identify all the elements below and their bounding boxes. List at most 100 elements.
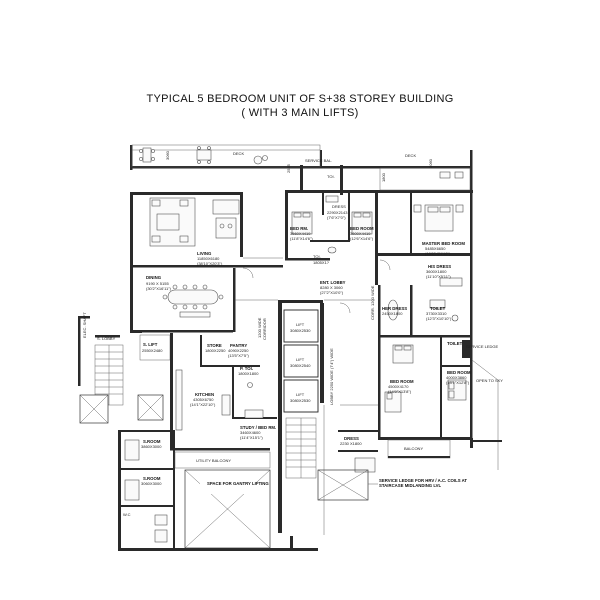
- ent-lobby-imp: (27'2"X10'0"): [320, 290, 344, 295]
- service-ledge-note-text: SERVICE LEDGE FOR HRV / A.C. COILS AT ST…: [379, 478, 468, 488]
- s-lobby-label: S. LOBBY: [97, 336, 116, 341]
- service-core-left: S. LIFT 2550X2480 ELEC. SHAFT S. LOBBY: [78, 312, 171, 424]
- lift-core: LIFT 3080X2530 LIFT 3080X2540 LIFT 3080X…: [278, 303, 334, 533]
- lift1-dim: 3080X2530: [290, 328, 311, 333]
- deck-right-label: DECK: [405, 153, 416, 158]
- toilet-master-imp: (12'3"X10'10"): [426, 316, 452, 321]
- dress-top-dim: 2290X2143: [327, 210, 348, 215]
- his-dress-dim: 3600X1800: [426, 269, 447, 274]
- ent-lobby-dim: 8280 X 3060: [320, 285, 343, 290]
- master-bed-label: MASTER BED ROOM: [422, 241, 465, 246]
- balcony-label: BALCONY: [404, 446, 423, 451]
- her-dress-dim: 2450X1800: [382, 311, 403, 316]
- entrance-lobby: ENT. LOBBY 8280 X 3060 (27'2"X10'0") COR…: [257, 280, 346, 340]
- bed-rm-top-dim: 3560X4419: [290, 231, 311, 236]
- lobby-vertical-label: LOBBY 2250 WIDE (7'4") WIDE: [329, 348, 334, 405]
- misc-lines: [235, 257, 391, 535]
- master-bed-imp: (18'0"X21'10"): [425, 251, 451, 256]
- dining-dim: 9190 X 5155: [146, 281, 169, 286]
- service-balcony: SERVICE BAL.: [300, 158, 343, 195]
- dining-room: DINING 9190 X 5155 (30'2"X16'11"): [133, 268, 236, 333]
- pantry-label: PANTRY: [230, 343, 247, 348]
- corridor-wide-label: 1200 WIDE: [257, 317, 262, 338]
- kitchen-dim: 4305X6750: [193, 397, 214, 402]
- service-ledge-label: SERVICE LEDGE: [466, 344, 498, 349]
- store-pantry: STORE 1800X2250 PANTRY 4090X2250 (13'5"X…: [200, 335, 260, 367]
- dining-label: DINING: [146, 275, 162, 280]
- bed-room-top2-imp: (12'6"X14'6"): [350, 236, 374, 241]
- wc-label: W.C: [123, 512, 131, 517]
- open-sky-area: SERVICE LEDGE OPEN TO SKY: [462, 340, 503, 470]
- space-gantry-label: SPACE FOR GANTRY LIFTING: [207, 481, 269, 486]
- deck-left-label: DECK: [233, 151, 244, 156]
- bed-rm-top-imp: (11'8"X14'6"): [290, 236, 313, 241]
- dim-1800: 1800: [381, 172, 386, 182]
- lift2-dim: 3080X2540: [290, 363, 311, 368]
- deck-dim-3060: 3060: [165, 150, 170, 160]
- dining-imp: (30'2"X16'11"): [146, 286, 172, 291]
- kitchen-imp: (14'1"X22'10"): [190, 402, 216, 407]
- deck-left: DECK 3060 2555: [131, 144, 321, 173]
- p-toi-dim: 1800X1800: [238, 371, 259, 376]
- s-lift-label: S. LIFT: [143, 342, 158, 347]
- toilet-top-label: TOI.: [327, 174, 335, 179]
- his-dress-label: HIS DRESS: [428, 264, 451, 269]
- his-dress-imp: (11'10"X5'11"): [426, 274, 451, 279]
- study-imp: (11'4"X15'1"): [240, 435, 263, 440]
- plan-title-line1: TYPICAL 5 BEDROOM UNIT OF S+38 STOREY BU…: [146, 93, 454, 105]
- living-label: LIVING: [197, 251, 212, 256]
- bed-room-low-dim: 4500X4170: [388, 384, 409, 389]
- s-room1-label: S.ROOM: [143, 439, 161, 444]
- dim-3060b: 3060: [428, 158, 433, 168]
- study-dim: 3460X4600: [240, 430, 261, 435]
- s-room2-dim: 3060X3000: [141, 481, 162, 486]
- bed-room-right-imp: (13'1"X12'8"): [446, 380, 470, 385]
- lift3-dim: 3080X2530: [290, 398, 311, 403]
- toilet-right-label: TOILET: [447, 341, 463, 346]
- bed-room-right-label: BED ROOM: [447, 370, 471, 375]
- plan-title-line2: ( WITH 3 MAIN LIFTS): [241, 107, 359, 119]
- p-toi-label: P. TOI.: [240, 366, 253, 371]
- top-bedroom-block: TOI. DRESS 2290X2143 (7'6"X7'0") BED RM.…: [285, 174, 378, 285]
- living-dim: 11850X6180: [197, 256, 220, 261]
- right-bedroom-block: TOILET BED ROOM 4000X3860 (13'1"X12'8") …: [338, 337, 471, 473]
- toi-small-label: TOI.: [313, 254, 321, 259]
- balcony-right: BALCONY: [387, 439, 451, 459]
- master-bed-dim: 5485X6650: [425, 246, 446, 251]
- kitchen-label: KITCHEN: [195, 392, 214, 397]
- study-label: STUDY / BED RM.: [240, 425, 276, 430]
- utility-servant-block: S.ROOM 3860X3000 S.ROOM 3060X3000 W.C UT…: [118, 430, 271, 550]
- service-bal-label: SERVICE BAL.: [305, 158, 332, 163]
- open-to-sky-label: OPEN TO SKY: [476, 378, 503, 383]
- s-room1-dim: 3860X3000: [141, 444, 162, 449]
- service-ledge-note: SERVICE LEDGE FOR HRV / A.C. COILS AT ST…: [317, 469, 468, 501]
- toilet-master-dim: 3730X3310: [426, 311, 447, 316]
- corr-right-label: CORR. 1200 WIDE: [370, 285, 375, 320]
- pantry-dim: 4090X2250: [228, 348, 249, 353]
- toi-small-dim: 1805X1?: [313, 260, 330, 265]
- utility-balcony-label: UTILITY BALCONY: [196, 458, 231, 463]
- bed-room-top2-label: BED ROOM: [350, 226, 374, 231]
- corridor-label: CORRIDOR: [262, 318, 267, 340]
- ent-lobby-label: ENT. LOBBY: [320, 280, 346, 285]
- dress-top-label: DRESS: [332, 204, 346, 209]
- bed-room-low-imp: (14'9"X13'8"): [388, 389, 412, 394]
- lift3-label: LIFT: [296, 392, 305, 397]
- bed-room-right-dim: 4000X3860: [446, 375, 467, 380]
- outer-walls: [118, 145, 473, 551]
- bed-room-top2-dim: 3800X4419: [350, 231, 371, 236]
- store-dim: 1800X2250: [205, 348, 226, 353]
- bed-rm-top-label: BED RM.: [290, 226, 308, 231]
- lift2-label: LIFT: [296, 357, 305, 362]
- store-label: STORE: [207, 343, 222, 348]
- bed-room-low-label: BED ROOM: [390, 379, 414, 384]
- pantry-imp: (13'5"X7'5"): [228, 353, 249, 358]
- living-imp: (38'10"X20'3"): [197, 261, 223, 266]
- elec-shaft-label: ELEC. SHAFT: [82, 312, 87, 338]
- dress-low-label: DRESS: [344, 436, 359, 441]
- toilet-master-label: TOILET: [430, 306, 446, 311]
- lift1-label: LIFT: [296, 322, 305, 327]
- master-bath-block: CORR. 1200 WIDE HER DRESS 2450X1800 TOIL…: [370, 285, 470, 338]
- deck-right: DECK 1800 3060: [379, 153, 471, 191]
- s-room2-label: S.ROOM: [143, 476, 161, 481]
